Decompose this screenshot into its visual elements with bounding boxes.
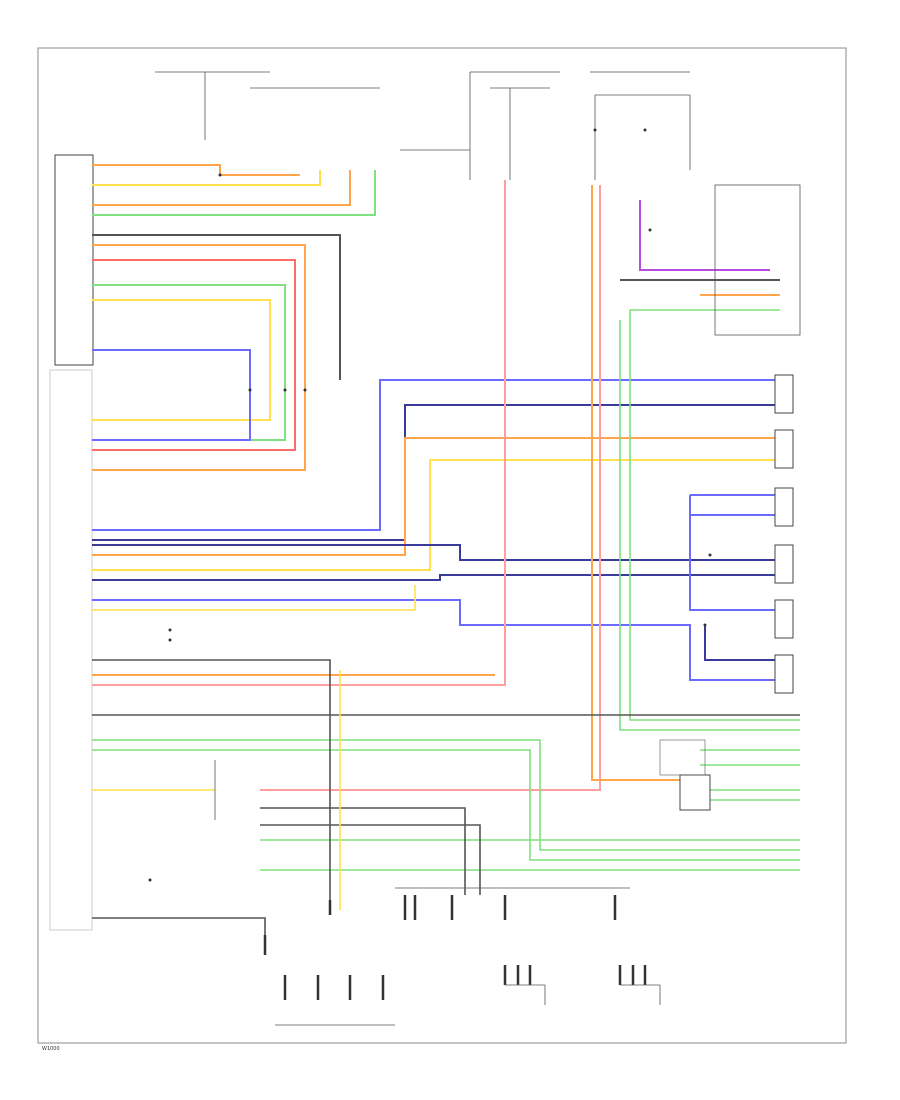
upper-right-module (714, 184, 801, 336)
corner-code: W1000 (42, 1046, 60, 1052)
sensor-box-2 (774, 429, 794, 469)
left-module-box (54, 154, 94, 366)
sensor-box-1 (774, 374, 794, 414)
bottom-rails (214, 760, 661, 1026)
sensor-box-4 (774, 544, 794, 584)
power-rail-group (155, 71, 691, 180)
sensor-boxes-right (774, 374, 794, 694)
middle-right-frame (659, 739, 706, 776)
wire-harness-long (92, 379, 780, 681)
sensor-box-5 (774, 599, 794, 639)
wire-harness-yellow-lower (92, 585, 416, 910)
diagram-frame (37, 47, 847, 1044)
middle-right-module (679, 774, 711, 811)
wire-harness-dark (92, 659, 800, 940)
wire-harness-green (92, 309, 800, 871)
sensor-box-3 (774, 487, 794, 527)
left-control-unit-outline (49, 369, 93, 931)
sensor-box-6 (774, 654, 794, 694)
wire-harness-upper-loop (92, 234, 341, 471)
wire-feeds-vertical (92, 180, 780, 791)
junction-dots (148, 128, 712, 882)
wire-harness-top (92, 164, 376, 216)
bottom-connectors (263, 895, 647, 1000)
